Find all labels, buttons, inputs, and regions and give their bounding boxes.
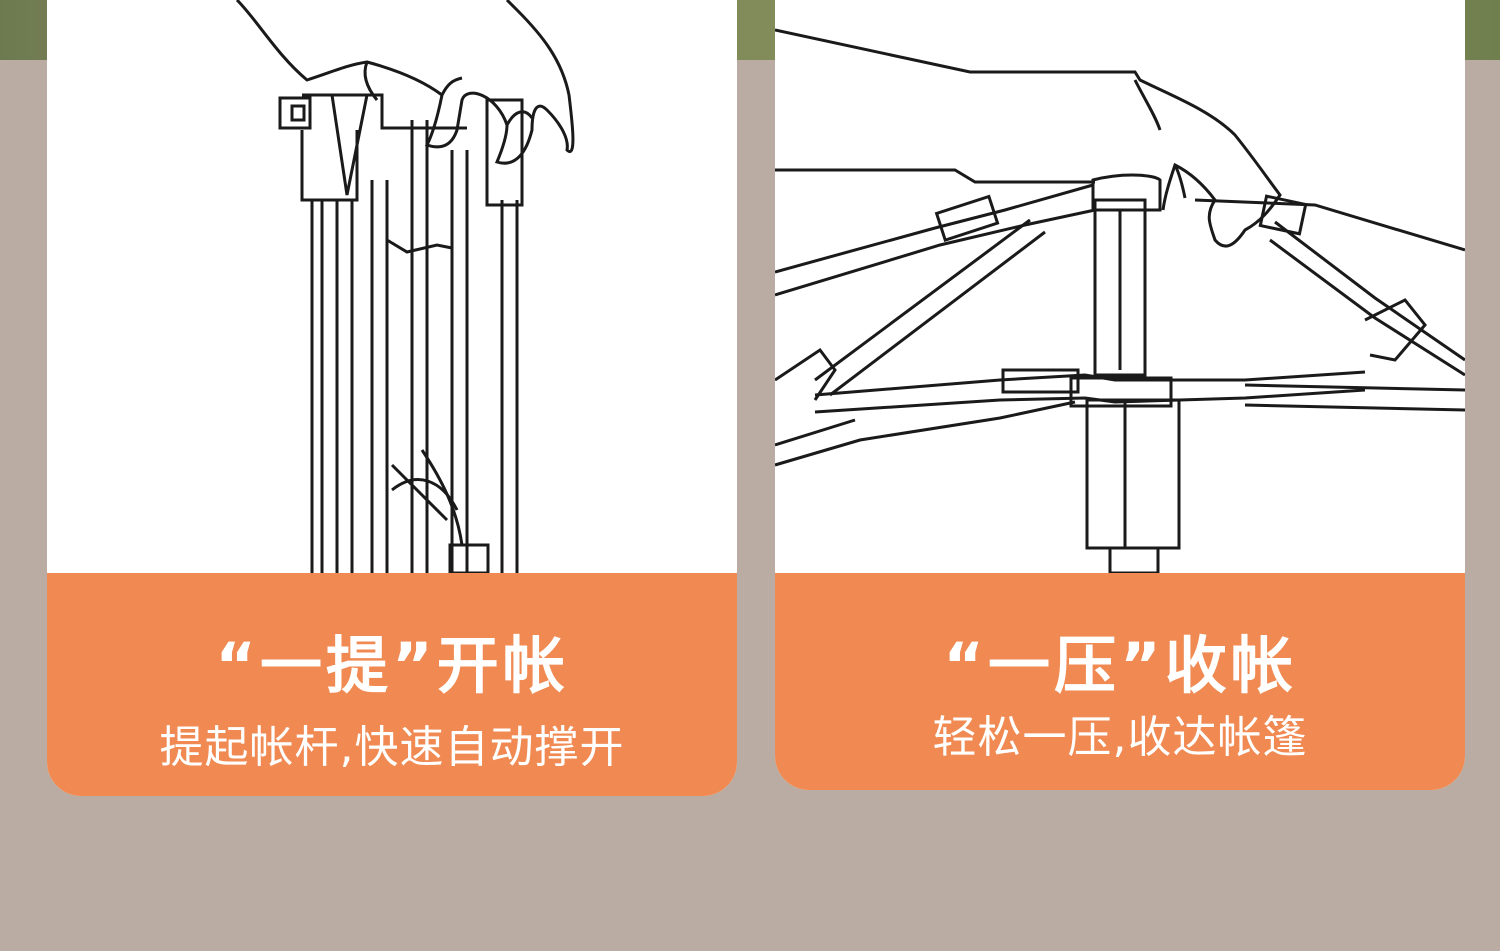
caption-box: “一提”开帐 提起帐杆,快速自动撑开 bbox=[47, 573, 737, 796]
panel-subtitle: 轻松一压,收达帐篷 bbox=[932, 712, 1308, 763]
panel-title: “一提”开帐 bbox=[215, 629, 569, 702]
press-hub-illustration bbox=[775, 28, 1465, 575]
panel-subtitle: 提起帐杆,快速自动撑开 bbox=[159, 722, 625, 773]
open-tent-card: “一提”开帐 提起帐杆,快速自动撑开 bbox=[47, 0, 737, 796]
lift-pole-illustration bbox=[235, 0, 575, 575]
close-tent-card: “一压”收帐 轻松一压,收达帐篷 bbox=[775, 0, 1465, 790]
panel-title: “一压”收帐 bbox=[943, 629, 1297, 702]
caption-box: “一压”收帐 轻松一压,收达帐篷 bbox=[775, 573, 1465, 790]
